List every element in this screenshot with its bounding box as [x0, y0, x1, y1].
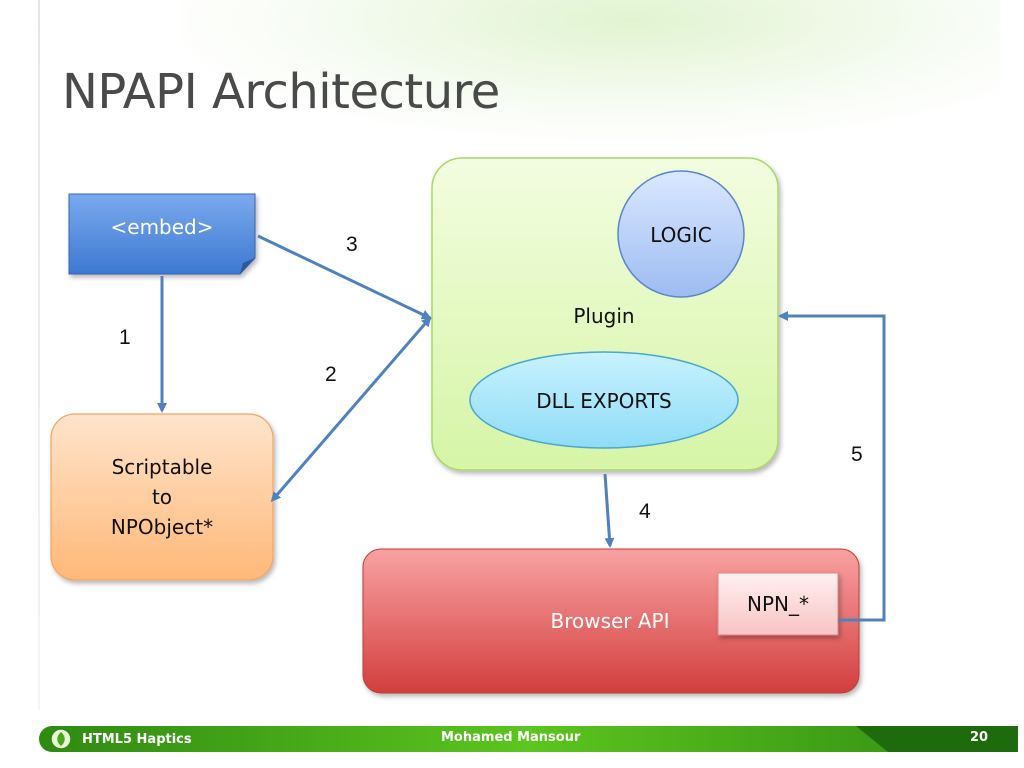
- npn-box: [717, 572, 839, 636]
- page-number: 20: [970, 730, 989, 745]
- background-rule: [38, 0, 40, 710]
- logic-circle: [617, 170, 745, 298]
- edge-label-1: 1: [119, 326, 131, 349]
- edge-2: [270, 316, 432, 503]
- leaf-icon-mark: [57, 732, 65, 746]
- scriptable-line-3: NPObject*: [110, 515, 214, 539]
- scriptable-line-2: to: [151, 485, 173, 509]
- embed-fold: [240, 258, 255, 274]
- edge-label-5: 5: [851, 443, 863, 466]
- footer-dark-stripe: [856, 726, 1018, 752]
- edge-label-2: 2: [325, 363, 337, 386]
- footer-author: Mohamed Mansour: [441, 730, 581, 745]
- footer-bar: [39, 726, 1018, 752]
- scriptable-label: Scriptable to NPObject*: [51, 452, 273, 542]
- slide-title: NPAPI Architecture: [62, 64, 500, 120]
- logic-label: LOGIC: [650, 223, 712, 247]
- edge-4: [603, 473, 615, 548]
- edge-label-3: 3: [346, 233, 358, 256]
- background-glow: [180, 0, 1000, 140]
- edge-label-4: 4: [639, 500, 651, 523]
- npn-label: NPN_*: [747, 592, 809, 616]
- dll-exports-label: DLL EXPORTS: [536, 389, 672, 413]
- scriptable-line-1: Scriptable: [111, 455, 213, 479]
- edge-3: [257, 234, 432, 320]
- embed-label: <embed>: [110, 215, 214, 239]
- footer-left-text: HTML5 Haptics: [82, 732, 192, 747]
- edge-5: [778, 311, 886, 622]
- plugin-label: Plugin: [573, 304, 635, 328]
- browser-api-label: Browser API: [550, 609, 670, 633]
- dll-exports-ellipse: [469, 351, 739, 449]
